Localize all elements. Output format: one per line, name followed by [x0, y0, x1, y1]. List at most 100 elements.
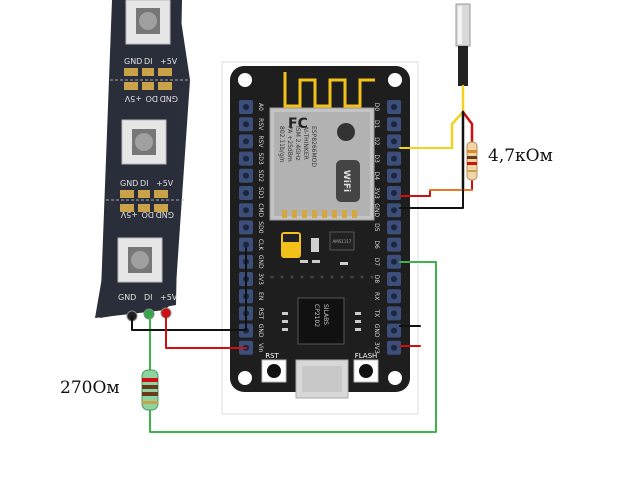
strip-pad-label-gnd-2: GND: [120, 179, 138, 188]
right-pin-hole-8: [391, 224, 397, 231]
strip-pad-label-di-2: DI: [140, 179, 149, 188]
fcc-mark: FC: [288, 116, 308, 132]
series-resistor: [141, 369, 159, 411]
left-pin-label-en: EN: [257, 292, 264, 300]
strip-bottom-label-5v: +5V: [160, 293, 178, 302]
strip-pad-label-gnd-1: GND: [124, 57, 142, 66]
right-pin-label-gnd: GND: [373, 324, 380, 338]
rst-label: RST: [265, 352, 279, 360]
right-pin-label-tx: TX: [373, 309, 380, 318]
right-pin-label-3v3: 3V3: [373, 187, 380, 199]
strip-pad-label-out-gnd-1: GND: [160, 94, 178, 103]
left-pin-label-a0: A0: [257, 103, 264, 111]
right-pin-label-d3: D3: [373, 154, 380, 163]
flash-label: FLASH: [355, 352, 378, 360]
wifi-logo: WiFi: [336, 160, 360, 202]
right-pin-hole-5: [391, 172, 397, 179]
right-pin-hole-1: [391, 104, 397, 110]
left-pin-hole-8: [243, 224, 249, 231]
pullup-resistor: [466, 141, 478, 181]
left-pin-label-sd2: SD2: [257, 170, 264, 182]
pullup-resistor-label: 4,7кОм: [488, 146, 553, 166]
usb-chip-text-silabs: SILABS: [322, 304, 329, 325]
strip-pad-label-5v-1: +5V: [160, 57, 178, 66]
nodemcu-board: FC ESP8266MOD AI-THINKER ISM 2.4GHz PA +…: [221, 61, 419, 415]
left-pin-label-sd1: SD1: [257, 187, 264, 199]
wire-led-data: [149, 261, 437, 433]
wires: [131, 84, 474, 433]
right-pin-hole-12: [391, 293, 397, 300]
strip-pad-label-out-5v-2: +5V: [120, 210, 138, 219]
strip-pad-label-out-gnd-2: GND: [156, 210, 174, 219]
esp-module: FC ESP8266MOD AI-THINKER ISM 2.4GHz PA +…: [269, 107, 375, 221]
regulator-text: AMS1117: [333, 239, 352, 244]
left-pin-label-sd0: SD0: [257, 221, 264, 233]
module-text-ism: ISM 2.4GHz: [294, 126, 301, 161]
strip-pad-labels-out-2: GND DO +5V: [120, 210, 174, 219]
strip-pad-labels: GND DI +5V GND DI +5V: [120, 57, 178, 188]
right-pin-hole-4: [391, 155, 397, 162]
wifi-logo-text: WiFi: [341, 170, 351, 192]
right-pin-label-gnd: GND: [373, 203, 380, 217]
temperature-sensor: [455, 3, 471, 105]
left-pin-hole-4: [243, 155, 249, 162]
right-pin-hole-13: [391, 310, 397, 317]
usb-chip-text-cp2102: CP2102: [313, 304, 320, 327]
left-pin-header: A0RSVRSVSD3SD2SD1CMDSD0CLKGND3V3ENRSTGND…: [239, 100, 264, 355]
flash-button[interactable]: [353, 359, 379, 383]
sensor-vcc-lead: [461, 110, 474, 144]
wire-sensor-gnd: [399, 189, 464, 209]
right-pin-hole-11: [391, 276, 397, 282]
left-pin-hole-5: [243, 172, 249, 179]
led-1: [125, 0, 171, 45]
right-pin-hole-7: [391, 207, 397, 214]
left-pin-label-rsv: RSV: [257, 118, 264, 131]
led-strip: GND DI +5V GND DI +5V GND DO +5V GND DO …: [95, 0, 190, 322]
left-pin-label-rst: RST: [257, 308, 264, 320]
led-3: [117, 237, 163, 283]
led-2: [121, 119, 167, 165]
right-pin-label-d4: D4: [373, 172, 380, 181]
module-text-80211: 802.11b/g/n: [278, 126, 285, 163]
left-pin-label-sd3: SD3: [257, 152, 264, 164]
module-text-model: ESP8266MOD: [310, 126, 317, 167]
strip-pad-label-out-5v-1: +5V: [124, 94, 142, 103]
strip-pad-label-di-1: DI: [144, 57, 153, 66]
left-pin-label-cmd: CMD: [257, 203, 264, 217]
left-pin-hole-7: [243, 207, 249, 214]
rst-button[interactable]: [261, 359, 287, 383]
strip-bottom-label-di: DI: [144, 293, 153, 302]
strip-bottom-label-gnd: GND: [118, 293, 136, 302]
right-pin-hole-3: [391, 138, 397, 145]
right-pin-hole-14: [391, 327, 397, 334]
strip-pad-label-out-do-1: DO: [146, 94, 158, 103]
left-pin-label-3v3: 3V3: [257, 273, 264, 285]
right-pin-hole-6: [391, 190, 397, 196]
left-pin-label-vin: Vin: [257, 343, 264, 353]
right-pin-label-d5: D5: [373, 223, 380, 232]
left-pin-hole-3: [243, 138, 249, 145]
right-pin-label-3v3: 3V3: [373, 342, 380, 354]
right-pin-label-d7: D7: [373, 258, 380, 267]
left-pin-hole-2: [243, 121, 249, 128]
strip-pad-label-out-do-2: DO: [142, 210, 154, 219]
series-resistor-label: 270Ом: [60, 378, 120, 398]
left-pin-hole-6: [243, 190, 249, 196]
right-pin-label-d6: D6: [373, 240, 380, 249]
left-pin-label-rsv: RSV: [257, 135, 264, 148]
right-pin-hole-15: [391, 344, 397, 351]
sensor-data-lead: [450, 84, 465, 150]
antenna-trace: [283, 72, 375, 108]
right-pin-label-d8: D8: [373, 275, 380, 284]
wire-strip-5v: [165, 312, 247, 349]
right-pin-label-d2: D2: [373, 137, 380, 146]
left-pin-label-clk: CLK: [257, 239, 264, 252]
module-text-pa: PA +25dBm: [286, 126, 293, 162]
strip-pad-labels-out: GND DO +5V: [124, 94, 178, 103]
module-text-vendor: AI-THINKER: [302, 126, 309, 160]
left-pin-hole-9: [243, 241, 249, 248]
right-pin-hole-2: [391, 121, 397, 128]
left-pin-label-gnd: GND: [257, 255, 264, 269]
